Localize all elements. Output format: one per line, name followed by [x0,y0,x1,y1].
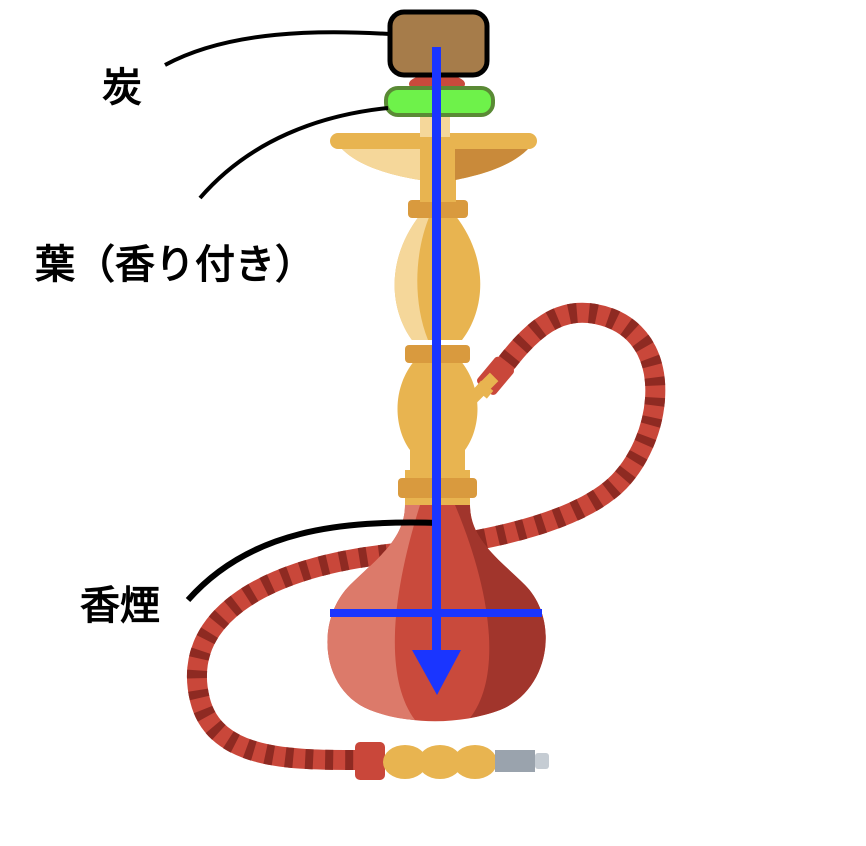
charcoal-callout-line [164,30,391,67]
leaf-callout-line [198,106,389,200]
tray [330,115,537,180]
smoke-flow-arrow [330,47,542,695]
mouthpiece [355,742,549,780]
charcoal-label: 炭 [102,65,142,111]
smoke-callout-line [185,519,441,602]
leaf-label: 葉（香り付き） [35,242,315,288]
smoke-label: 香煙 [80,583,160,629]
